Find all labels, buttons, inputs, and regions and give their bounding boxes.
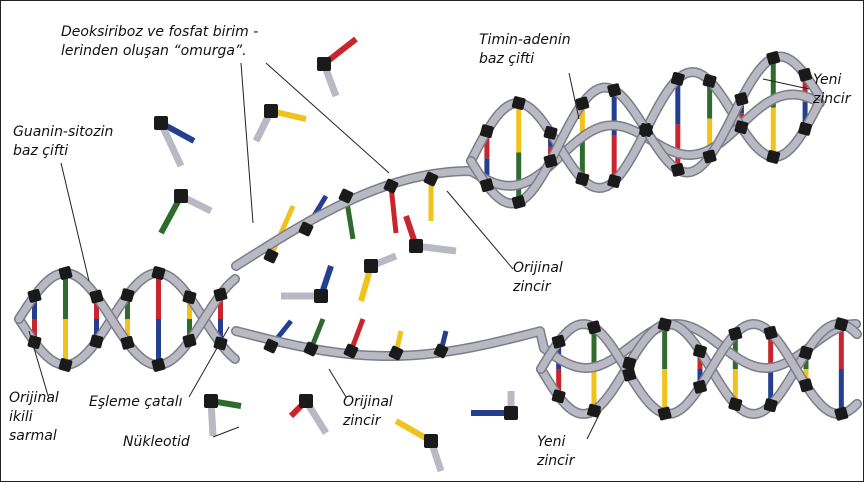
nucleotide-phosphate <box>364 259 378 273</box>
nucleotide-phosphate <box>299 394 313 408</box>
nucleotide-phosphate <box>174 189 188 203</box>
original-strand-mid-label: Orijinal zincir <box>513 259 563 297</box>
leader-line <box>61 163 89 281</box>
original-double-helix-label: Orijinal ikili sarmal <box>9 389 59 446</box>
thymine-adenine-pair-label: Timin-adenin baz çifti <box>479 31 571 69</box>
nucleotide-phosphate <box>154 116 168 130</box>
nucleotide-label: Nükleotid <box>123 433 190 452</box>
nucleotide-phosphate <box>314 289 328 303</box>
leader-line <box>213 427 239 437</box>
nucleotide-phosphate <box>409 239 423 253</box>
new-strand-top-label: Yeni zincir <box>813 71 850 109</box>
backbone-label: Deoksiriboz ve fosfat birim - lerinden o… <box>61 23 258 61</box>
helix-strands <box>19 57 857 414</box>
nucleotide-phosphate <box>204 394 218 408</box>
nucleotide-phosphate <box>424 434 438 448</box>
nucleotide-phosphate <box>504 406 518 420</box>
leader-line <box>241 63 253 223</box>
new-strand-bottom-label: Yeni zincir <box>537 433 574 471</box>
nucleotide-phosphate <box>317 57 331 71</box>
original-strand-bottom-label: Orijinal zincir <box>343 393 393 431</box>
replication-fork-label: Eşleme çatalı <box>89 393 182 412</box>
nucleotide-phosphate <box>264 104 278 118</box>
free-nucleotides <box>154 39 518 471</box>
guanine-cytosine-pair-label: Guanin-sitozin baz çifti <box>13 123 113 161</box>
